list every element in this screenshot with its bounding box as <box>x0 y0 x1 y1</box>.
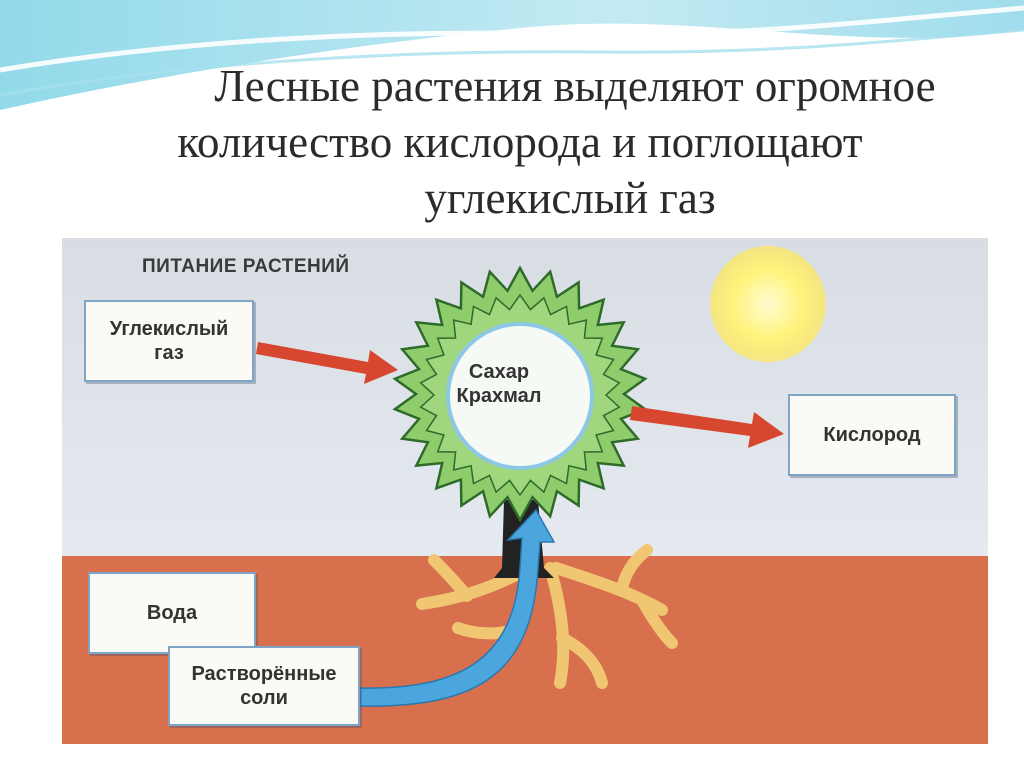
carbon-dioxide-arrow <box>256 342 398 384</box>
plant-nutrition-diagram: ПИТАНИЕ РАСТЕНИЙ Углекислый газ Сахар Кр… <box>62 238 988 744</box>
sugar-label: Сахар <box>468 361 530 383</box>
diagram-title: ПИТАНИЕ РАСТЕНИЙ <box>142 256 350 277</box>
sugar-starch-label: Сахар Крахмал <box>440 360 558 408</box>
oxygen-arrow <box>630 406 784 448</box>
carbon-dioxide-label-line-1: Углекислый <box>109 318 229 340</box>
nutrients-arrow <box>359 508 556 707</box>
water-box: Вода <box>88 572 256 654</box>
salts-label-line-1: Растворённые <box>191 663 337 685</box>
salts-label-line-2: соли <box>240 687 288 709</box>
sun-icon <box>710 246 826 362</box>
slide-title-line-1: Лесные растения выделяют огромное <box>214 61 936 111</box>
decorative-wave-background <box>0 0 1024 110</box>
slide-title-line-3: углекислый газ <box>424 173 716 223</box>
slide-title-line-2: количество кислорода и поглощают <box>177 117 863 167</box>
carbon-dioxide-box: Углекислый газ <box>84 300 254 382</box>
slide-title: Лесные растения выделяют огромное количе… <box>100 58 980 226</box>
oxygen-box: Кислород <box>788 394 956 476</box>
starch-label: Крахмал <box>456 385 542 407</box>
crown-center-circle <box>446 322 594 470</box>
dissolved-salts-box: Растворённые соли <box>168 646 360 726</box>
carbon-dioxide-label-line-2: газ <box>154 342 184 364</box>
